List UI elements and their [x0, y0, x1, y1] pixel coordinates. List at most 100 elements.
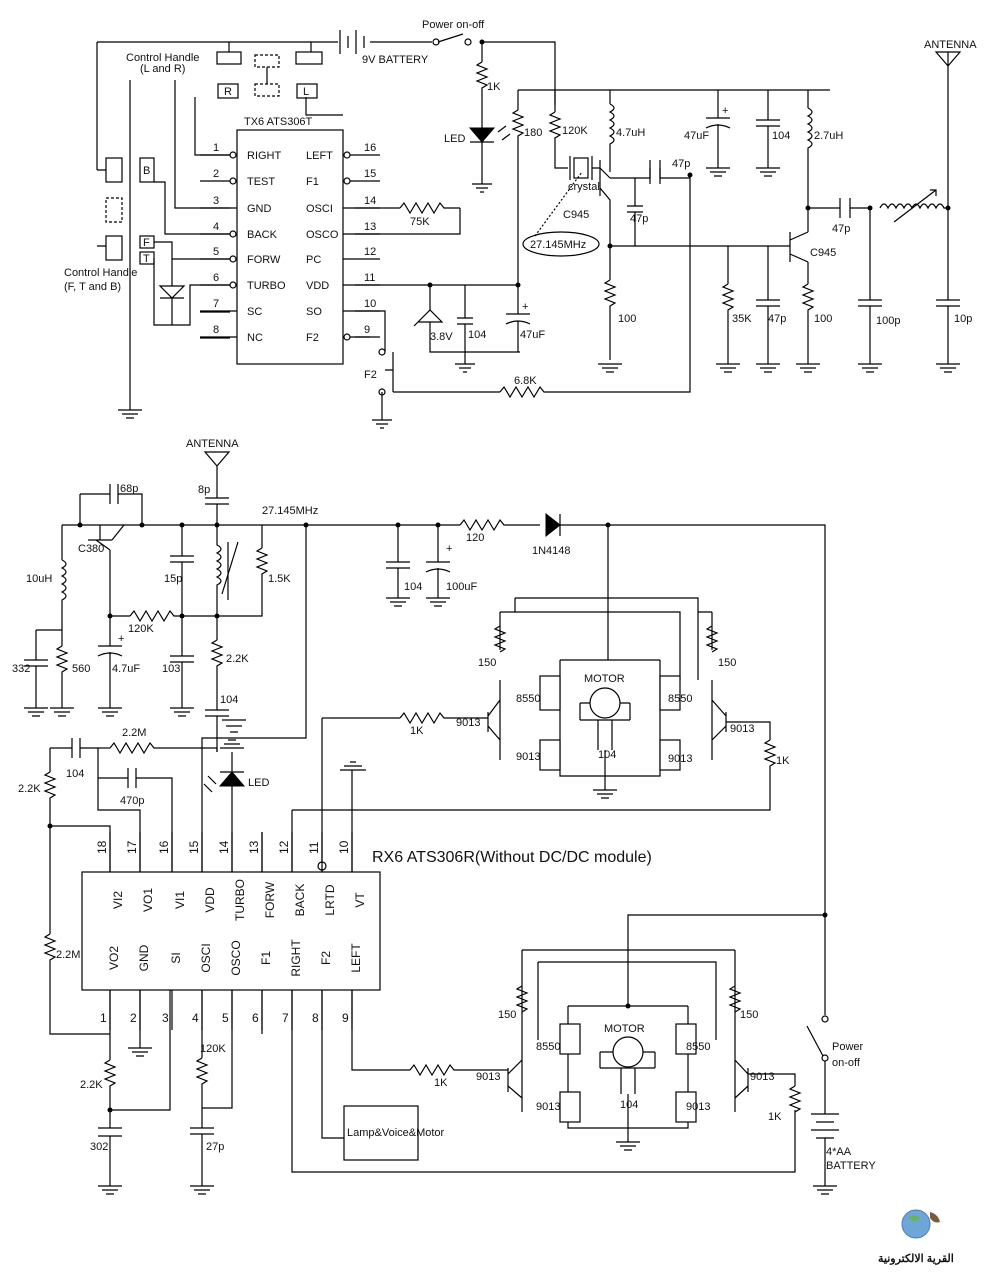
svg-text:F: F [143, 237, 150, 249]
rx-pin-6-name: F1 [259, 951, 273, 965]
svg-text:8550: 8550 [536, 1041, 560, 1053]
rx6-chip [81, 871, 381, 991]
svg-text:470p: 470p [120, 795, 144, 807]
rx-pin-17-number: 17 [125, 840, 139, 854]
svg-text:ANTENNA: ANTENNA [924, 39, 977, 51]
tx-pin-13-number: 13 [364, 221, 376, 233]
tx-pin-16-number: 16 [364, 142, 376, 154]
rx-pin-10-number: 10 [337, 840, 351, 854]
svg-text:Power: Power [832, 1041, 864, 1053]
svg-text:103: 103 [162, 663, 180, 675]
tx-pin-12-name: PC [306, 254, 321, 266]
svg-text:332: 332 [12, 663, 30, 675]
svg-text:35K: 35K [732, 313, 752, 325]
svg-text:8550: 8550 [686, 1041, 710, 1053]
control-ftb-sub: (F, T and B) [64, 281, 121, 293]
svg-text:100p: 100p [876, 315, 900, 327]
svg-text:27.145MHz: 27.145MHz [530, 239, 586, 251]
svg-text:2.2K: 2.2K [18, 783, 41, 795]
svg-text:8550: 8550 [516, 693, 540, 705]
svg-text:120: 120 [466, 532, 484, 544]
motor-1 [589, 687, 621, 719]
svg-text:C945: C945 [563, 209, 589, 221]
svg-text:B: B [143, 165, 150, 177]
svg-text:75K: 75K [410, 216, 430, 228]
tx6-chip-title: TX6 ATS306T [244, 116, 313, 128]
svg-text:4.7uH: 4.7uH [616, 127, 645, 139]
rx-pin-11-name: LRTD [323, 884, 337, 915]
rx-pin-7-name: RIGHT [289, 939, 303, 977]
tx-pin-8-number: 8 [213, 324, 219, 336]
tx-pin-8-name: NC [247, 332, 263, 344]
svg-text:1.5K: 1.5K [268, 573, 291, 585]
svg-text:BATTERY: BATTERY [826, 1160, 876, 1172]
svg-text:2.2M: 2.2M [56, 949, 80, 961]
svg-text:C945: C945 [810, 247, 836, 259]
svg-text:L: L [303, 86, 309, 98]
svg-text:R: R [224, 86, 232, 98]
svg-text:120K: 120K [128, 623, 154, 635]
svg-text:LED: LED [248, 777, 269, 789]
rx-pin-7-number: 7 [282, 1011, 289, 1025]
tx-pin-14-name: OSCI [306, 203, 333, 215]
svg-text:4.7uF: 4.7uF [112, 663, 140, 675]
battery-label: 9V BATTERY [362, 54, 429, 66]
tx-pin-1-name: RIGHT [247, 150, 282, 162]
svg-text:27.145MHz: 27.145MHz [262, 505, 318, 517]
rx-pin-16-number: 16 [157, 840, 171, 854]
rx-pin-8-name: F2 [319, 951, 333, 965]
rx-pin-18-name: VI2 [111, 891, 125, 909]
power-switch [437, 33, 464, 43]
tx-pin-5-name: FORW [247, 254, 281, 266]
svg-text:3.8V: 3.8V [430, 331, 453, 343]
rx-pin-14-name: TURBO [233, 879, 247, 921]
rx-pin-1-number: 1 [100, 1011, 107, 1025]
svg-text:302: 302 [90, 1141, 108, 1153]
svg-text:10p: 10p [954, 313, 972, 325]
svg-text:9013: 9013 [668, 753, 692, 765]
rx-pin-10-name: VT [353, 892, 367, 908]
svg-text:9013: 9013 [516, 751, 540, 763]
svg-text:180: 180 [524, 127, 542, 139]
tx-pin-7-number: 7 [213, 298, 219, 310]
rx-pin-2-number: 2 [130, 1011, 137, 1025]
svg-text:120K: 120K [200, 1043, 226, 1055]
svg-text:47p: 47p [672, 158, 690, 170]
rx-pin-16-name: VI1 [173, 891, 187, 909]
tx-pin-11-name: VDD [306, 280, 329, 292]
svg-text:+: + [722, 105, 728, 117]
tx-pin-2-number: 2 [213, 168, 219, 180]
battery-symbol [339, 30, 365, 54]
svg-text:T: T [143, 253, 150, 265]
svg-text:4*AA: 4*AA [826, 1146, 852, 1158]
svg-text:15p: 15p [164, 573, 182, 585]
tx6-chip [236, 129, 344, 365]
svg-text:104: 104 [598, 749, 616, 761]
rx-pin-11-number: 11 [307, 841, 321, 854]
svg-text:2.7uH: 2.7uH [814, 130, 843, 142]
tx-pin-2-name: TEST [247, 176, 275, 188]
svg-text:+: + [446, 543, 452, 555]
svg-text:1K: 1K [434, 1077, 448, 1089]
svg-text:27p: 27p [206, 1141, 224, 1153]
control-lr-label: Control Handle [126, 52, 199, 64]
rx-pin-3-number: 3 [162, 1011, 169, 1025]
rx-pin-12-name: BACK [293, 884, 307, 917]
rx-pin-12-number: 12 [277, 840, 291, 854]
lamp-voice-motor-label: Lamp&Voice&Motor [347, 1127, 445, 1139]
svg-text:150: 150 [718, 657, 736, 669]
svg-text:100uF: 100uF [446, 581, 477, 593]
rx-pin-5-number: 5 [222, 1011, 229, 1025]
svg-text:on-off: on-off [832, 1057, 861, 1069]
svg-text:47uF: 47uF [520, 329, 545, 341]
svg-text:1N4148: 1N4148 [532, 545, 571, 557]
motor-driver-1: 150 150 8550 8550 MOTOR 104 9013 9013 90… [292, 525, 790, 811]
tx-pin-6-number: 6 [213, 272, 219, 284]
watermark-text: القرية الالكترونية [878, 1253, 954, 1265]
rx-pin-9-name: LEFT [349, 943, 363, 973]
svg-text:104: 104 [468, 329, 486, 341]
rx-pin-8-number: 8 [312, 1011, 319, 1025]
svg-text:10uH: 10uH [26, 573, 52, 585]
svg-text:104: 104 [220, 694, 238, 706]
